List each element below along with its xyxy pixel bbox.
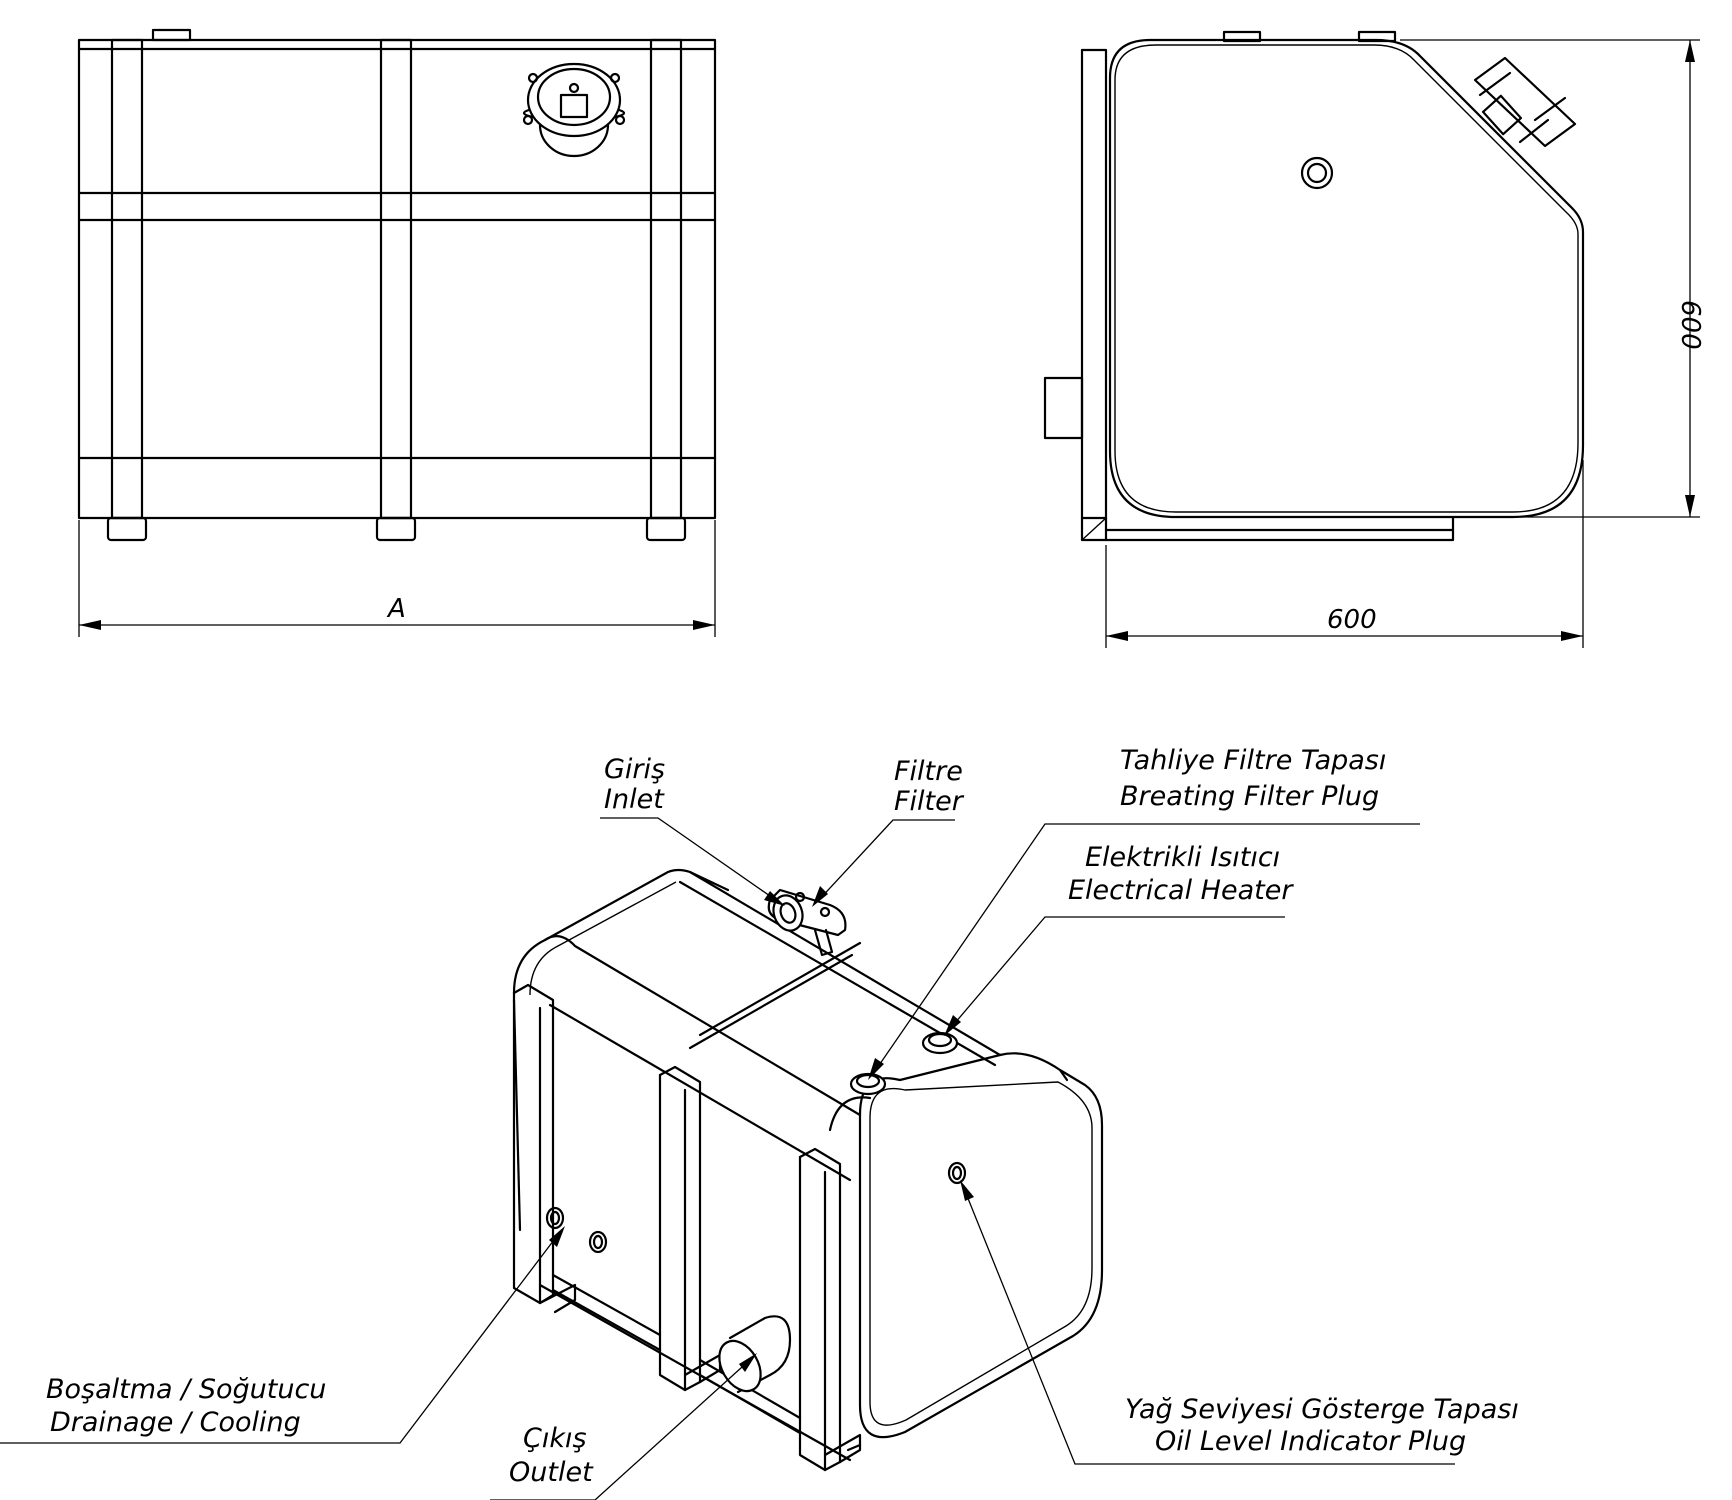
iso-strap-right	[798, 1147, 862, 1472]
dimension-a-label: A	[386, 594, 406, 624]
callout-filter-en: Filter	[894, 786, 965, 817]
front-strap-middle	[375, 38, 417, 542]
callout-inlet-en: Inlet	[604, 784, 665, 815]
front-strap-right	[645, 38, 687, 542]
side-filler-neck-icon	[1473, 56, 1577, 148]
callout-breathing-en: Breating Filter Plug	[1120, 781, 1379, 812]
heater-plug-icon	[921, 1031, 959, 1055]
callout-inlet-tr: Giriş	[604, 754, 665, 785]
dimension-side-width-label: 600	[1327, 605, 1377, 635]
front-view: A	[77, 28, 717, 637]
callout-heater: Elektrikli Isıtıcı Electrical Heater	[944, 842, 1294, 1036]
dimension-side-height-label: 600	[1675, 300, 1705, 350]
drain-plug-icon	[545, 1206, 608, 1254]
dimension-side-height: 600	[1400, 39, 1705, 518]
oil-level-plug-icon	[947, 1161, 967, 1185]
callout-filter-tr: Filtre	[894, 756, 963, 787]
callout-oil-level: Yağ Seviyesi Gösterge Tapası Oil Level I…	[960, 1180, 1519, 1465]
isometric-view	[512, 868, 1104, 1472]
filler-cap-icon	[522, 62, 626, 158]
breathing-plug-icon	[849, 1072, 887, 1096]
callout-outlet-tr: Çıkış	[523, 1423, 587, 1454]
callout-heater-tr: Elektrikli Isıtıcı	[1085, 842, 1280, 873]
callout-breathing: Tahliye Filtre Tapası Breating Filter Pl…	[868, 745, 1420, 1080]
callout-heater-en: Electrical Heater	[1068, 875, 1294, 906]
front-strap-left	[106, 38, 148, 542]
callout-filter: Filtre Filter	[812, 756, 965, 907]
iso-strap-left	[512, 983, 577, 1314]
callout-outlet-en: Outlet	[509, 1457, 594, 1488]
iso-strap-middle	[658, 1065, 722, 1392]
dimension-side-width: 600	[1105, 460, 1584, 648]
callout-drain: Boşaltma / Soğutucu Drainage / Cooling	[0, 1226, 565, 1444]
callout-oil-level-en: Oil Level Indicator Plug	[1155, 1426, 1466, 1457]
callout-outlet: Çıkış Outlet	[490, 1353, 757, 1500]
callout-drain-tr: Boşaltma / Soğutucu	[46, 1374, 326, 1405]
side-view: 600 600	[1043, 30, 1705, 648]
callout-drain-en: Drainage / Cooling	[50, 1407, 301, 1438]
callout-inlet: Giriş Inlet	[600, 754, 785, 906]
callout-oil-level-tr: Yağ Seviyesi Gösterge Tapası	[1125, 1394, 1519, 1425]
iso-filler-icon	[767, 888, 847, 957]
callout-breathing-tr: Tahliye Filtre Tapası	[1120, 745, 1386, 776]
dimension-a: A	[78, 520, 716, 637]
